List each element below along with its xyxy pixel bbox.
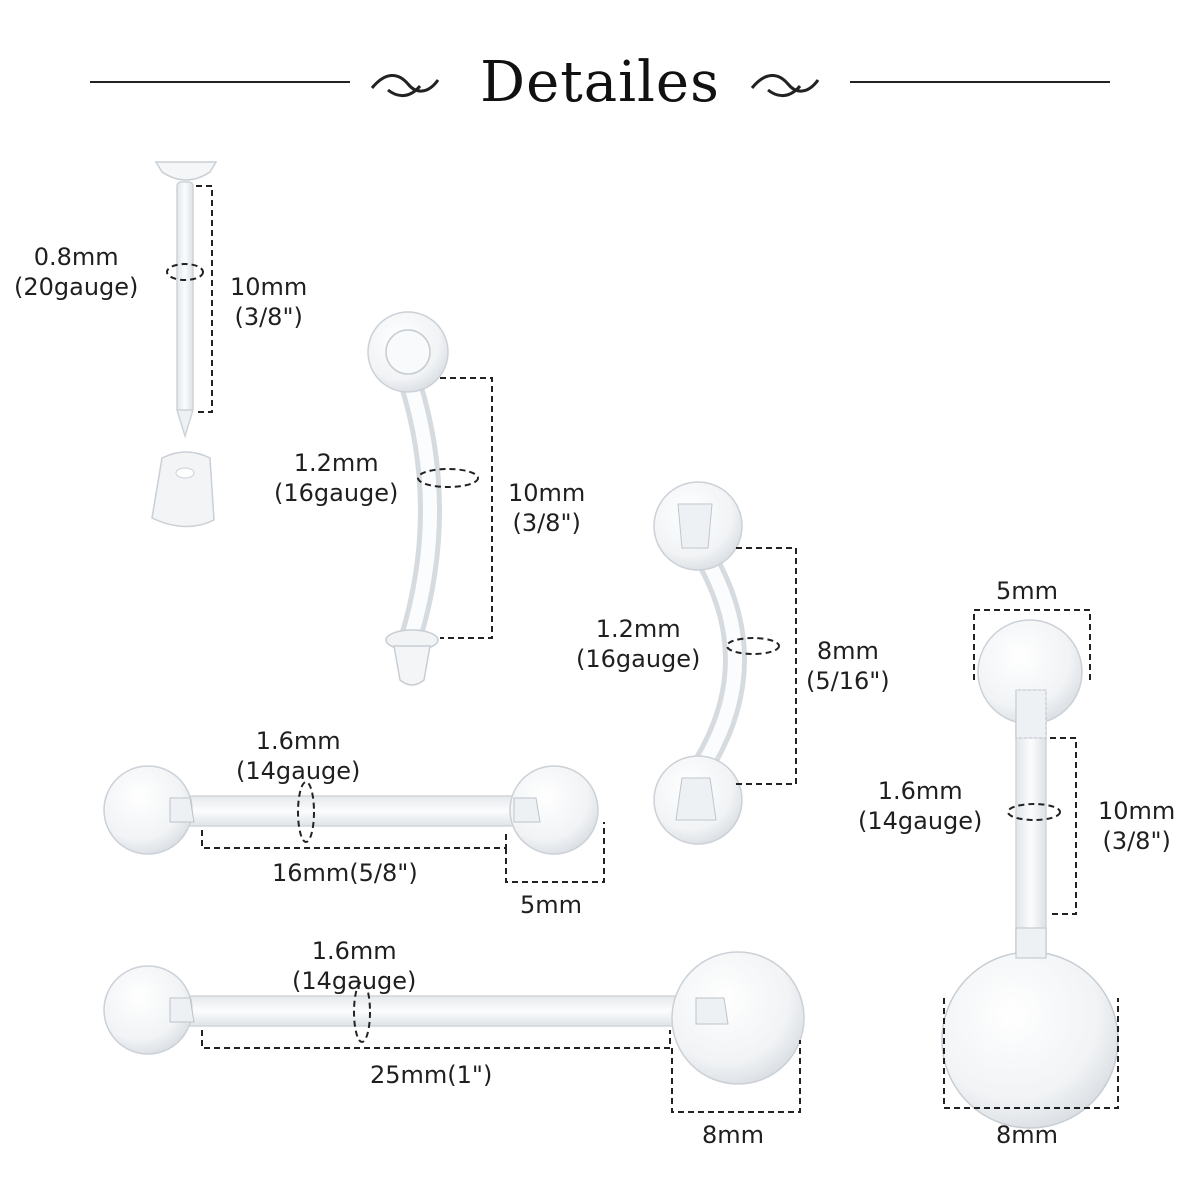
stud-gauge: (20gauge) — [14, 273, 139, 301]
barbell-25-length-label: 25mm(1") — [370, 1061, 493, 1089]
navel-length-mm: 10mm — [1098, 797, 1176, 825]
barbell-16-length-label: 16mm(5/8") — [272, 859, 418, 887]
navel-barbell — [941, 619, 1119, 1129]
barbell-16-ball-label: 5mm — [520, 891, 583, 919]
navel-dimension-lines — [943, 609, 1119, 1109]
curved-small-length-mm: 10mm — [508, 479, 586, 507]
curved-balls-length-in: (5/16") — [806, 667, 890, 695]
header-divider — [90, 74, 1110, 97]
barbell-25-gauge-mm: 1.6mm — [311, 937, 397, 965]
stud-dimension-lines — [166, 185, 213, 413]
curved-small-gauge: (16gauge) — [274, 479, 399, 507]
curved-small-dimension-lines — [417, 377, 493, 639]
curved-balls-length-mm: 8mm — [816, 637, 879, 665]
navel-gauge-mm: 1.6mm — [877, 777, 963, 805]
stud-length-in: (3/8") — [234, 303, 303, 331]
stud-length-mm: 10mm — [230, 273, 308, 301]
curved-barbell-small — [367, 311, 449, 686]
curved-barbell-balls — [653, 481, 747, 845]
barbell-16-gauge-mm: 1.6mm — [255, 727, 341, 755]
curved-balls-gauge: (16gauge) — [576, 645, 701, 673]
curved-balls-gauge-label: 1.2mm (16gauge) — [576, 614, 700, 674]
navel-top-ball-label: 5mm — [996, 577, 1059, 605]
stud-length-label: 10mm (3/8") — [230, 272, 307, 332]
barbell-25-gauge: (14gauge) — [292, 967, 417, 995]
page-title: Detailes — [480, 50, 720, 115]
navel-length-in: (3/8") — [1102, 827, 1171, 855]
curved-small-length-label: 10mm (3/8") — [508, 478, 585, 538]
barbell-16mm-dimension-lines — [201, 781, 605, 883]
curved-balls-gauge-mm: 1.2mm — [595, 615, 681, 643]
curved-balls-dimension-lines — [726, 547, 797, 785]
curved-small-length-in: (3/8") — [512, 509, 581, 537]
curved-balls-length-label: 8mm (5/16") — [806, 636, 890, 696]
left-flourish-icon — [370, 74, 440, 97]
barbell-25mm-dimension-lines — [201, 981, 801, 1113]
navel-length-label: 10mm (3/8") — [1098, 796, 1175, 856]
navel-gauge: (14gauge) — [858, 807, 983, 835]
right-flourish-icon — [750, 74, 820, 97]
curved-small-gauge-label: 1.2mm (16gauge) — [274, 448, 398, 508]
curved-small-gauge-mm: 1.2mm — [293, 449, 379, 477]
barbell-25-gauge-label: 1.6mm (14gauge) — [292, 936, 416, 996]
barbell-16-gauge: (14gauge) — [236, 757, 361, 785]
stud-back — [151, 451, 215, 528]
navel-bottom-ball-label: 8mm — [996, 1121, 1059, 1149]
navel-gauge-label: 1.6mm (14gauge) — [858, 776, 982, 836]
barbell-16-gauge-label: 1.6mm (14gauge) — [236, 726, 360, 786]
stud-piercing — [151, 161, 218, 528]
barbell-16mm — [103, 765, 599, 855]
stud-gauge-label: 0.8mm (20gauge) — [14, 242, 138, 302]
stud-gauge-mm: 0.8mm — [33, 243, 119, 271]
barbell-25mm — [103, 951, 805, 1085]
barbell-25-ball-label: 8mm — [702, 1121, 765, 1149]
